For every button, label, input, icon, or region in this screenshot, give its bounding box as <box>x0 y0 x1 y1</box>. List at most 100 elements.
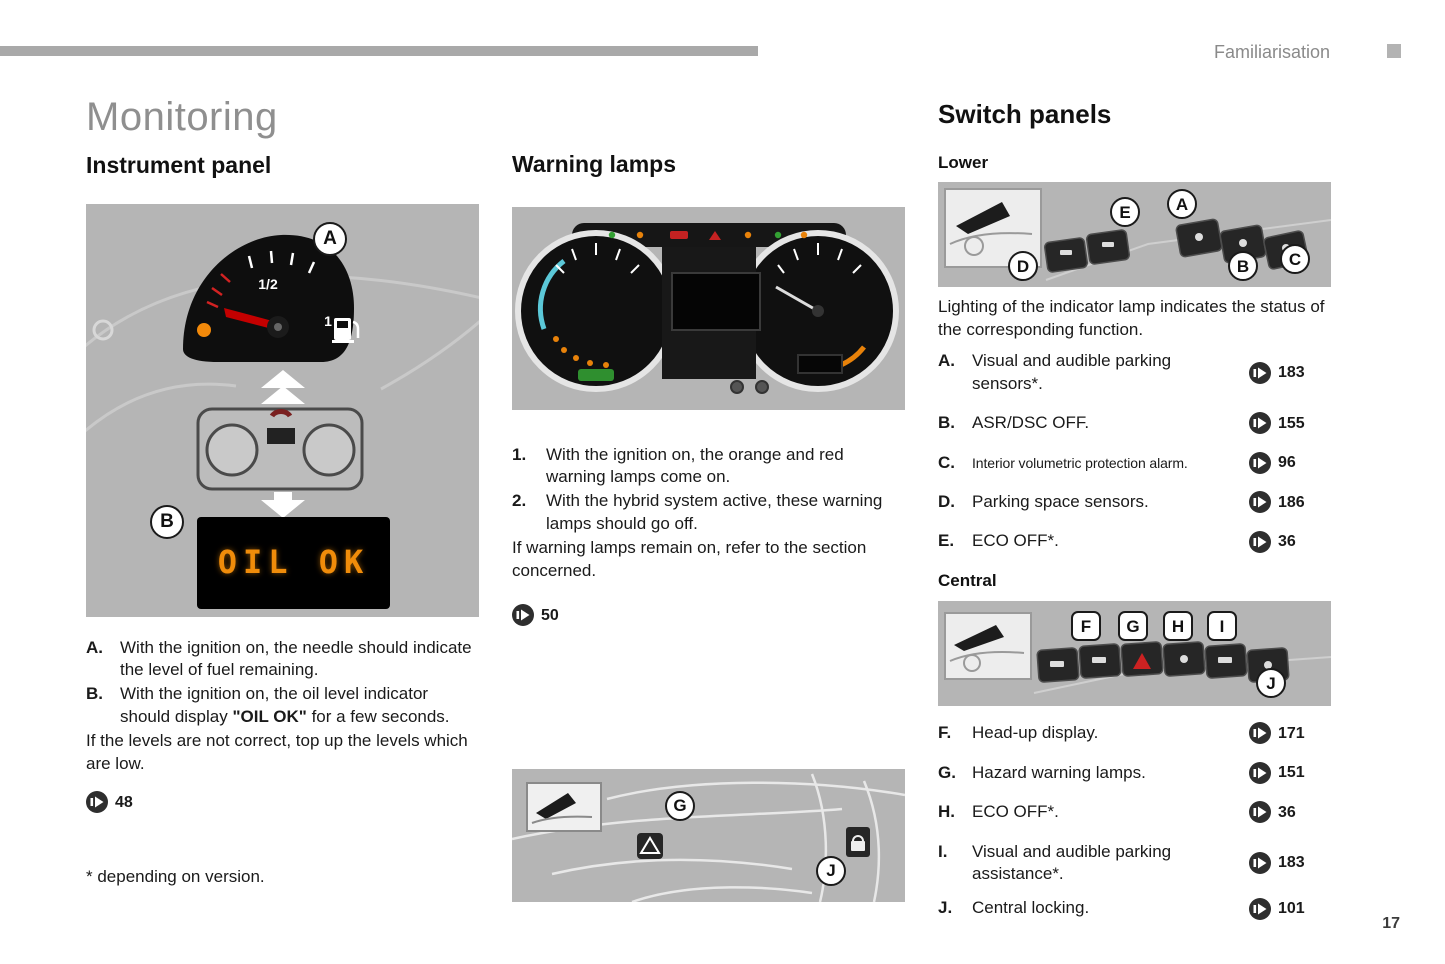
list-item: I. Visual and audible parking assistance… <box>938 841 1331 886</box>
item-label: D. <box>938 491 955 511</box>
oil-ok-emphasis: "OIL OK" <box>232 706 307 726</box>
item-text: Interior volumetric protection alarm. <box>972 454 1188 471</box>
ref-number: 36 <box>1278 803 1296 821</box>
figure-callout-b: B <box>150 504 184 539</box>
item-label: 1. <box>512 444 527 464</box>
page-reference[interactable]: 101 <box>1249 897 1307 920</box>
fuel-gauge-illustration: 1/2 1 <box>86 234 479 518</box>
ref-number: 171 <box>1278 724 1305 742</box>
figure-callout-e: E <box>1110 197 1140 228</box>
ref-number: 151 <box>1278 764 1305 782</box>
mini-cluster-drawing <box>196 407 364 491</box>
page-reference[interactable]: 151 <box>1249 761 1307 784</box>
warning-lamps-notes: 1. With the ignition on, the orange and … <box>512 444 905 583</box>
list-item: C. Interior volumetric protection alarm.… <box>938 451 1331 474</box>
figure-callout-g: G <box>665 790 695 821</box>
item-label: J. <box>938 898 953 918</box>
page-reference[interactable]: 50 <box>512 604 559 627</box>
page-reference[interactable]: 183 <box>1249 361 1307 384</box>
ref-number: 155 <box>1278 414 1305 432</box>
page-reference[interactable]: 155 <box>1249 412 1307 435</box>
location-inset-drawing <box>944 612 1032 681</box>
page-reference[interactable]: 48 <box>86 791 133 814</box>
column-left: Monitoring Instrument panel <box>86 96 479 888</box>
item-label: F. <box>938 723 952 743</box>
ref-number: 36 <box>1278 533 1296 551</box>
ref-number: 183 <box>1278 364 1305 382</box>
gauge-full-mark: 1 <box>324 313 332 329</box>
figure-callout-a: A <box>313 221 347 256</box>
list-item: D. Parking space sensors. 186 <box>938 491 1331 514</box>
goto-page-icon <box>1249 722 1271 745</box>
page-number: 17 <box>1382 914 1400 932</box>
list-item: E. ECO OFF*. 36 <box>938 530 1331 553</box>
figure-callout-f: F <box>1071 611 1101 642</box>
central-locking-button <box>846 826 870 857</box>
item-label: H. <box>938 802 955 822</box>
ref-number: 48 <box>115 793 133 811</box>
list-item-1: 1. With the ignition on, the orange and … <box>512 444 905 489</box>
page-reference[interactable]: 36 <box>1249 801 1307 824</box>
item-text: With the ignition on, the oil level indi… <box>120 684 450 726</box>
item-text: ECO OFF*. <box>972 531 1059 551</box>
lower-panel-list: A. Visual and audible parking sensors*. … <box>938 350 1331 553</box>
levels-note: If the levels are not correct, top up th… <box>86 731 468 773</box>
item-label: B. <box>86 684 103 704</box>
chapter-marker <box>1387 44 1401 58</box>
item-text: With the ignition on, the needle should … <box>120 637 472 680</box>
switch-buttons <box>1044 218 1309 274</box>
oil-level-display: OIL OK <box>197 516 390 609</box>
list-item-b: B. With the ignition on, the oil level i… <box>86 683 479 728</box>
item-text: Head-up display. <box>972 723 1099 743</box>
hazard-triangle-icon <box>639 835 661 854</box>
page-reference[interactable]: 183 <box>1249 852 1307 875</box>
ready-lamp <box>578 368 614 381</box>
list-item: H. ECO OFF*. 36 <box>938 801 1331 824</box>
ref-number: 186 <box>1278 493 1305 511</box>
switch-buttons <box>1036 641 1290 684</box>
central-switch-panel-figure: F G H I J <box>938 601 1331 707</box>
item-label: B. <box>938 413 955 433</box>
page-reference[interactable]: 186 <box>1249 491 1307 514</box>
page-reference[interactable]: 96 <box>1249 451 1307 474</box>
lock-icon <box>852 834 864 841</box>
lower-panel-drawing <box>944 188 1331 282</box>
list-item: J. Central locking. 101 <box>938 897 1331 920</box>
item-text: With the hybrid system active, these war… <box>546 491 883 533</box>
item-label: A. <box>938 351 955 371</box>
goto-page-icon <box>1249 412 1271 435</box>
item-label: G. <box>938 762 956 782</box>
chapter-title: Familiarisation <box>1213 42 1330 62</box>
figure-callout-b: B <box>1228 251 1258 282</box>
goto-page-icon <box>1249 451 1271 474</box>
item-text: ECO OFF*. <box>972 802 1059 822</box>
list-item: B. ASR/DSC OFF. 155 <box>938 412 1331 435</box>
column-right: Switch panels Lower <box>938 99 1331 937</box>
central-panel-drawing <box>944 612 1331 695</box>
item-text: Central locking. <box>972 898 1090 918</box>
down-arrow-icon <box>261 491 305 518</box>
item-label: 2. <box>512 491 527 511</box>
figure-callout-c: C <box>1280 244 1310 275</box>
goto-page-icon <box>1249 897 1271 920</box>
column-middle: Warning lamps <box>512 151 905 902</box>
header-rule <box>0 46 758 56</box>
list-item-2: 2. With the hybrid system active, these … <box>512 490 905 535</box>
page-reference[interactable]: 171 <box>1249 722 1307 745</box>
page-reference[interactable]: 36 <box>1249 530 1307 553</box>
goto-page-icon <box>1249 801 1271 824</box>
gauge-half-mark: 1/2 <box>258 276 278 292</box>
item-text: With the ignition on, the orange and red… <box>546 444 844 487</box>
lower-panel-intro: Lighting of the indicator lamp indicates… <box>938 297 1325 339</box>
item-text: Visual and audible parking assistance*. <box>972 841 1172 884</box>
item-text: Hazard warning lamps. <box>972 762 1146 782</box>
goto-page-icon <box>86 791 108 814</box>
item-label: E. <box>938 531 955 551</box>
figure-callout-d: D <box>1008 251 1038 282</box>
ref-number: 101 <box>1278 900 1305 918</box>
goto-page-icon <box>1249 530 1271 553</box>
goto-page-icon <box>1249 491 1271 514</box>
item-text: ASR/DSC OFF. <box>972 413 1090 433</box>
item-label: A. <box>86 637 103 657</box>
